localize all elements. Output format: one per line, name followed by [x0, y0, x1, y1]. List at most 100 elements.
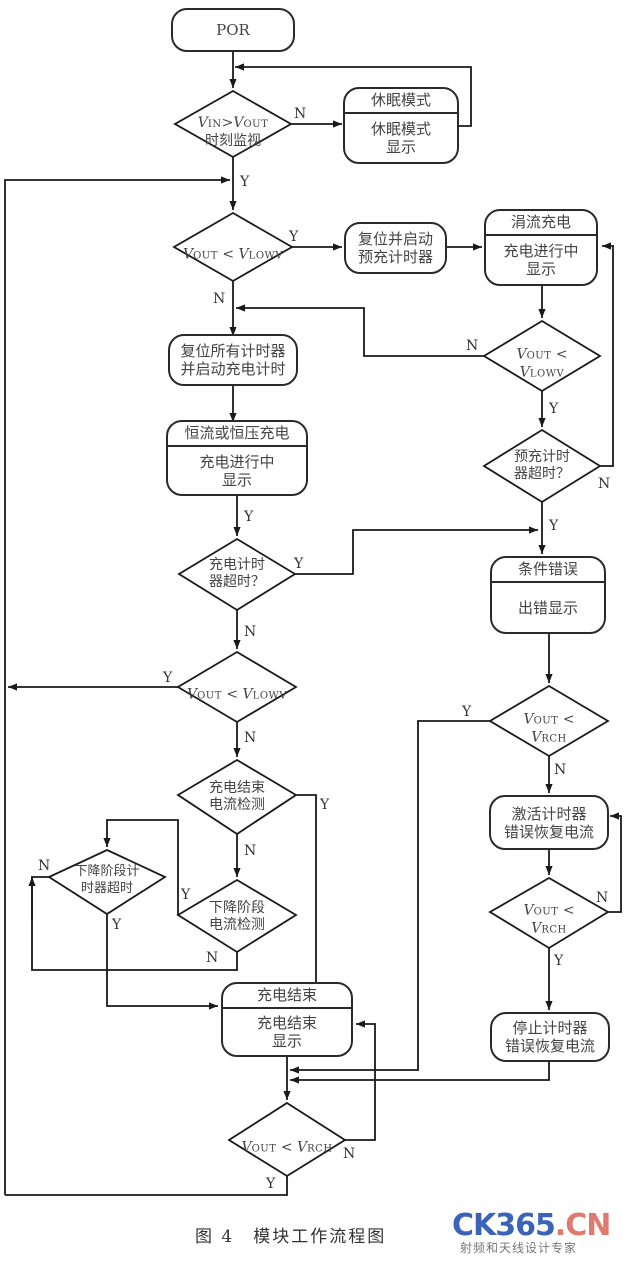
sub-lowv: LOWV	[248, 250, 284, 262]
decision-vout-lt-vlowv-2: VOUT < VLOWV	[500, 330, 585, 383]
branch-label-yes: Y	[163, 670, 173, 686]
fault-node: 条件错误 出错显示	[490, 556, 606, 634]
var-v: V	[531, 920, 542, 937]
trickle-charge-title: 涓流充电	[486, 211, 596, 236]
cc-cv-charge-node: 恒流或恒压充电 充电进行中 显示	[166, 420, 308, 496]
op: >	[221, 115, 234, 131]
watermark-logo: CK365.CN	[452, 1208, 612, 1243]
branch-label-yes: Y	[462, 704, 472, 720]
branch-label-yes: Y	[240, 174, 250, 190]
reset-all-timers-label: 复位所有计时器 并启动充电计时	[180, 342, 286, 378]
var-v: V	[197, 115, 208, 131]
op: <	[562, 711, 575, 728]
stop-timer-node: 停止计时器 错误恢复电流	[490, 1012, 610, 1062]
cc-cv-charge-body: 充电进行中 显示	[199, 452, 275, 489]
branch-label-yes: Y	[320, 797, 330, 813]
decision-taper-current: 下降阶段 电流检测	[209, 900, 265, 933]
branch-label-no: N	[598, 476, 611, 492]
var-v: V	[531, 729, 542, 746]
var-v: V	[516, 346, 527, 363]
op: <	[280, 1139, 293, 1156]
var-v: V	[186, 686, 198, 703]
decision-charge-timeout: 充电计时 器超时？	[209, 557, 265, 590]
fault-body: 出错显示	[517, 598, 578, 617]
branch-label-no: N	[244, 624, 257, 640]
sub-out: OUT	[197, 690, 222, 702]
watermark-logo-domain: .CN	[554, 1208, 612, 1243]
sub-out: OUT	[251, 1143, 277, 1155]
sleep-mode-node: 休眠模式 休眠模式 显示	[343, 87, 459, 164]
var-v: V	[233, 115, 244, 131]
sub-in: IN	[207, 119, 222, 130]
watermark-subtitle: 射频和天线设计专家	[460, 1241, 578, 1255]
watermark: CK365.CN 射频和天线设计专家	[452, 1208, 612, 1256]
branch-label-yes: Y	[181, 887, 191, 903]
var-v: V	[297, 1139, 308, 1156]
branch-label-no: N	[596, 890, 609, 906]
sub-rch: RCH	[307, 1143, 333, 1155]
charge-done-title: 充电结束	[223, 984, 351, 1009]
var-v: V	[182, 246, 194, 263]
branch-label-no: N	[343, 1146, 356, 1162]
sub-out: OUT	[526, 350, 552, 362]
sub-rch: RCH	[541, 733, 567, 745]
var-v: V	[523, 711, 534, 728]
var-v: V	[241, 1139, 252, 1156]
branch-label-no: N	[38, 858, 51, 874]
branch-label-no: N	[554, 762, 567, 778]
trickle-charge-node: 涓流充电 充电进行中 显示	[484, 209, 598, 286]
activate-timer-label: 激活计时器 错误恢复电流	[503, 804, 594, 841]
var-v: V	[242, 686, 253, 703]
decision-vout-lt-vrch-1: VOUT < VRCH	[510, 695, 588, 748]
activate-timer-node: 激活计时器 错误恢复电流	[489, 795, 609, 850]
branch-label-yes: Y	[549, 401, 559, 417]
sleep-mode-title: 休眠模式	[345, 89, 457, 114]
decision-vout-lt-vlowv-1: VOUT < VLOWV	[183, 230, 283, 265]
sub-out: OUT	[243, 119, 269, 130]
branch-label-yes: Y	[554, 953, 564, 969]
branch-label-yes: Y	[266, 1176, 276, 1192]
decision-end-current: 充电结束 电流检测	[209, 780, 265, 813]
var-v: V	[519, 364, 530, 381]
branch-label-yes: Y	[112, 917, 122, 933]
start-node-por: POR	[171, 8, 295, 52]
trickle-charge-body: 充电进行中 显示	[503, 242, 579, 278]
figure-caption: 图 4 模块工作流程图	[195, 1227, 387, 1247]
fault-title: 条件错误	[492, 558, 604, 583]
cc-cv-charge-title: 恒流或恒压充电	[168, 422, 306, 447]
branch-label-yes: Y	[549, 518, 559, 534]
decision-subtext: 时刻监视	[204, 133, 261, 149]
start-node-label: POR	[216, 21, 250, 39]
reset-all-timers-node: 复位所有计时器 并启动充电计时	[168, 334, 298, 386]
decision-vout-lt-vlowv-3: VOUT < VLOWV	[187, 670, 287, 705]
branch-label-no: N	[294, 106, 307, 122]
sub-out: OUT	[193, 250, 218, 262]
branch-label-no: N	[244, 730, 257, 746]
branch-label-no: N	[213, 291, 226, 307]
sub-lowv: LOWV	[529, 368, 565, 380]
decision-vout-lt-vrch-3: VOUT < VRCH	[241, 1123, 332, 1158]
sub-rch: RCH	[541, 924, 567, 936]
stop-timer-label: 停止计时器 错误恢复电流	[504, 1019, 595, 1055]
op: <	[226, 686, 239, 703]
decision-taper-timeout: 下降阶段计 时器超时	[74, 864, 140, 896]
reset-precharge-node: 复位并启动 预充计时器	[344, 222, 447, 274]
sub-out: OUT	[533, 906, 559, 918]
branch-label-no: N	[206, 950, 219, 966]
op: <	[222, 246, 235, 263]
branch-label-no: N	[466, 338, 479, 354]
op: <	[555, 346, 568, 363]
op: <	[562, 902, 575, 919]
branch-label-yes: Y	[289, 229, 299, 245]
decision-precharge-timeout: 预充计时 器超时？	[514, 449, 570, 482]
charge-done-body: 充电结束 显示	[256, 1014, 317, 1050]
watermark-logo-main: CK365	[452, 1208, 556, 1243]
branch-label-yes: Y	[244, 509, 254, 525]
reset-precharge-label: 复位并启动 预充计时器	[357, 230, 433, 266]
var-v: V	[238, 246, 249, 263]
sub-out: OUT	[533, 715, 559, 727]
branch-label-yes: Y	[294, 556, 304, 572]
sleep-mode-body: 休眠模式 显示	[370, 120, 431, 156]
